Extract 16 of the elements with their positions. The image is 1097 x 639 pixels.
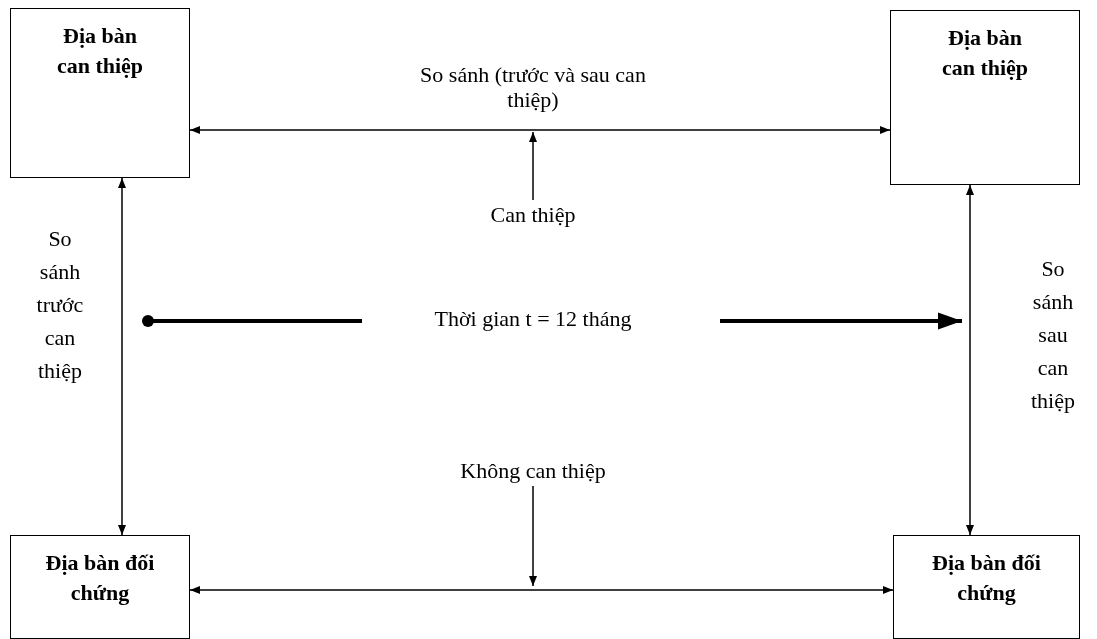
site-box xyxy=(10,535,190,639)
site-box xyxy=(10,8,190,178)
site-label: Địa bàn đối chứng xyxy=(45,549,155,607)
site-box xyxy=(893,535,1080,639)
site-label: Địa bàn can thiệp xyxy=(55,22,145,80)
arrow xyxy=(966,184,974,536)
arrow xyxy=(529,485,537,587)
annotation-text: Không can thiệp xyxy=(459,457,607,485)
site-label: Địa bàn can thiệp xyxy=(940,24,1030,82)
arrow xyxy=(118,177,126,536)
arrow xyxy=(189,126,891,134)
arrow xyxy=(189,586,894,594)
site-box xyxy=(890,10,1080,185)
annotation-text: Can thiệp xyxy=(489,201,577,229)
arrow xyxy=(529,131,537,201)
site-label: Địa bàn đối chứng xyxy=(931,549,1042,607)
